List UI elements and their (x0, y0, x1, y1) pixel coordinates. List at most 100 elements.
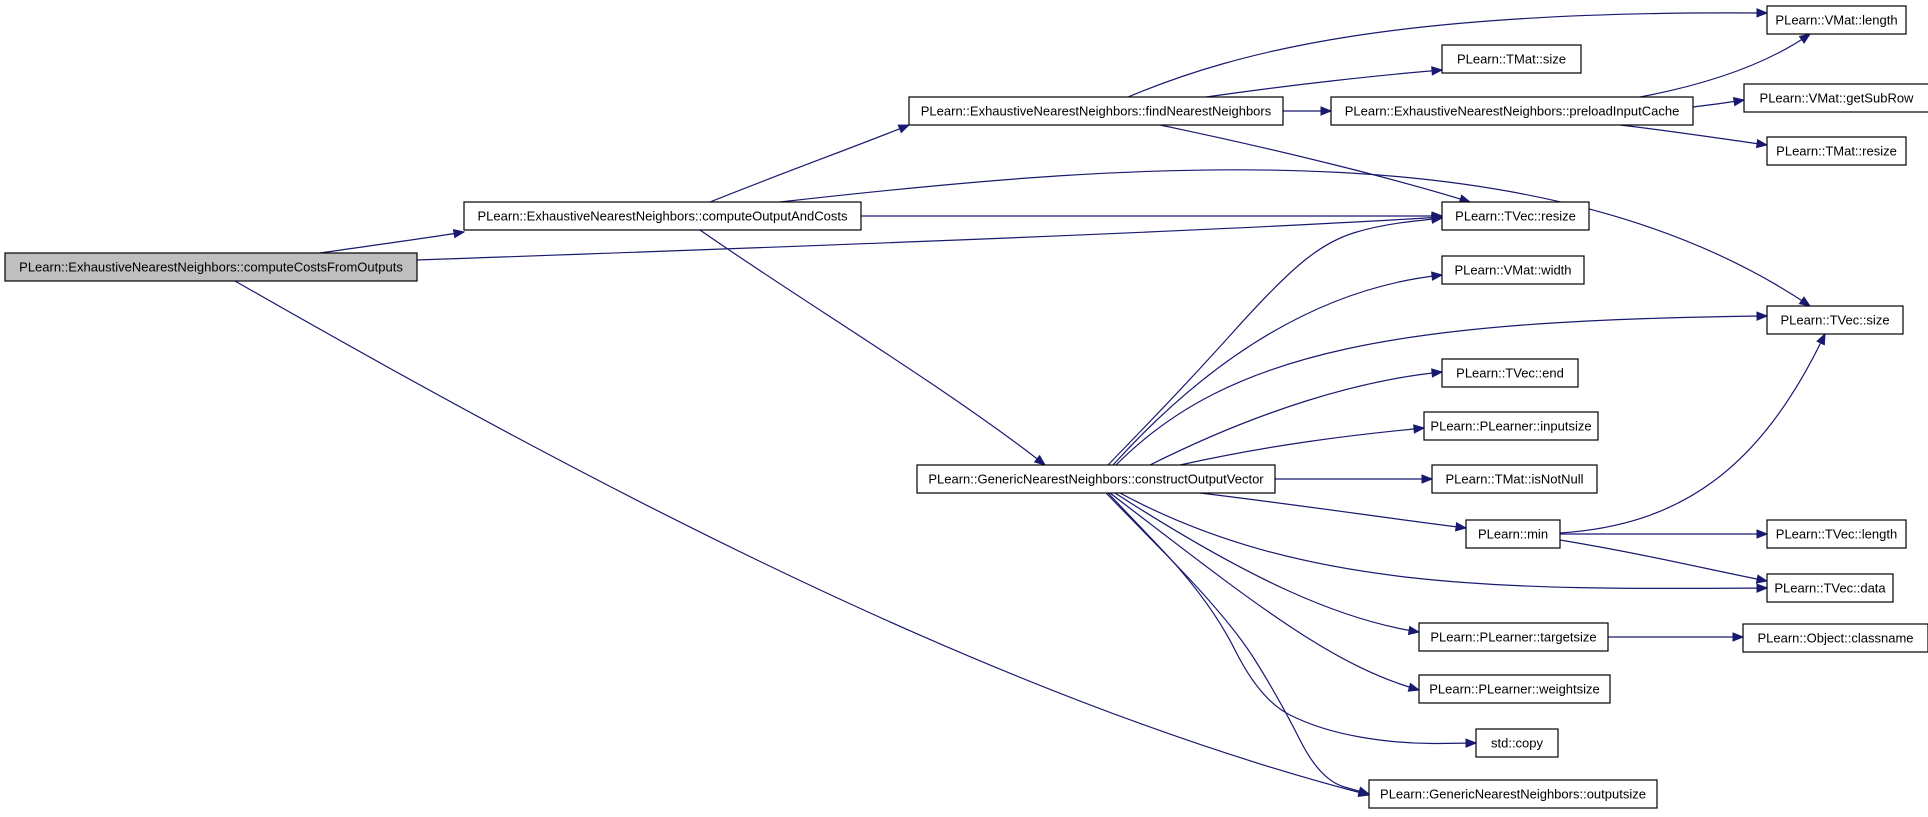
graph-node[interactable]: PLearn::VMat::getSubRow (1743, 83, 1928, 113)
node-box (463, 201, 862, 231)
edge-n3-to-n12 (1114, 492, 1421, 636)
graph-node[interactable]: std::copy (1475, 728, 1559, 758)
edge-arrowhead (1756, 8, 1769, 18)
graph-node[interactable]: PLearn::PLearner::weightsize (1418, 674, 1611, 704)
node-label: PLearn::ExhaustiveNearestNeighbors::comp… (19, 260, 403, 275)
edge-n5-to-n17 (1692, 96, 1746, 108)
edge-line (1559, 539, 1768, 582)
node-label: PLearn::min (1478, 527, 1548, 542)
node-label: PLearn::PLearner::inputsize (1430, 419, 1591, 434)
edge-n5-to-n16 (1639, 33, 1812, 98)
edge-line (1114, 492, 1420, 633)
edge-n0-to-n15 (234, 280, 1371, 797)
node-label: PLearn::VMat::length (1775, 13, 1897, 28)
graph-node[interactable]: PLearn::TMat::size (1441, 44, 1582, 74)
node-box (1368, 779, 1658, 809)
node-box (1418, 622, 1609, 652)
node-box (1441, 255, 1585, 285)
edge-n3-to-n8 (1149, 368, 1444, 466)
graph-node[interactable]: PLearn::ExhaustiveNearestNeighbors::prel… (1330, 96, 1694, 126)
node-label: PLearn::TVec::length (1776, 527, 1897, 542)
graph-node[interactable]: PLearn::GenericNearestNeighbors::outputs… (1368, 779, 1658, 809)
edge-arrowhead (1732, 632, 1745, 642)
edge-arrowhead (1755, 138, 1769, 149)
edge-n3-to-n14 (1107, 492, 1478, 748)
node-label: PLearn::TMat::resize (1776, 144, 1897, 159)
edge-n2-to-n5 (1283, 106, 1333, 116)
node-box (1330, 96, 1694, 126)
graph-node[interactable]: PLearn::TVec::end (1441, 358, 1579, 388)
edge-line (1115, 315, 1768, 466)
node-box (1475, 728, 1559, 758)
node-box (1418, 674, 1611, 704)
graph-node[interactable]: PLearn::GenericNearestNeighbors::constru… (916, 464, 1276, 494)
edge-arrowhead (1431, 368, 1444, 378)
edge-arrowhead (1465, 738, 1478, 748)
node-box (1441, 44, 1582, 74)
graph-node[interactable]: PLearn::PLearner::inputsize (1423, 411, 1599, 441)
edge-line (1107, 492, 1477, 745)
graph-node[interactable]: PLearn::TMat::isNotNull (1431, 464, 1598, 494)
graph-node[interactable]: PLearn::TVec::size (1766, 305, 1904, 335)
edge-arrowhead (1732, 96, 1746, 107)
edge-line (1179, 427, 1425, 466)
node-label: PLearn::TMat::size (1457, 52, 1566, 67)
edge-line (1559, 333, 1826, 534)
root-node[interactable]: PLearn::ExhaustiveNearestNeighbors::comp… (4, 252, 418, 282)
edge-arrowhead (1421, 474, 1434, 484)
edge-line (1159, 124, 1471, 203)
graph-node[interactable]: PLearn::TVec::data (1766, 573, 1894, 603)
edge-n3-to-n15 (1105, 492, 1371, 796)
graph-node[interactable]: PLearn::PLearner::targetsize (1418, 622, 1609, 652)
edge-n3-to-n19 (1115, 311, 1769, 466)
graph-node[interactable]: PLearn::VMat::width (1441, 255, 1585, 285)
edge-line (709, 124, 910, 203)
edge-arrowhead (1407, 682, 1421, 692)
edge-arrowhead (1756, 583, 1769, 593)
graph-node[interactable]: PLearn::TMat::resize (1766, 136, 1907, 166)
node-label: PLearn::ExhaustiveNearestNeighbors::prel… (1345, 104, 1680, 119)
edge-arrowhead (1798, 296, 1812, 307)
edge-line (416, 216, 1443, 261)
edge-arrowhead (1357, 786, 1371, 796)
graph-node[interactable]: PLearn::min (1465, 519, 1561, 549)
node-label: PLearn::TVec::end (1456, 366, 1564, 381)
node-box (1441, 201, 1590, 231)
edge-n2-to-n16 (1127, 8, 1769, 98)
graph-node[interactable]: PLearn::ExhaustiveNearestNeighbors::comp… (463, 201, 862, 231)
node-box (1766, 5, 1907, 35)
edge-arrowhead (1413, 424, 1426, 434)
edge-n11-to-n20 (1559, 529, 1769, 539)
edge-n0-to-n1 (319, 229, 466, 254)
edge-n3-to-n13 (1109, 492, 1421, 692)
graph-node[interactable]: PLearn::Object::classname (1742, 623, 1928, 653)
edge-line (234, 280, 1370, 796)
graph-node[interactable]: PLearn::VMat::length (1766, 5, 1907, 35)
node-box (1465, 519, 1561, 549)
node-box (1742, 623, 1928, 653)
edge-line (1205, 69, 1443, 98)
node-label: PLearn::VMat::width (1454, 263, 1571, 278)
node-layer: PLearn::ExhaustiveNearestNeighbors::comp… (4, 5, 1928, 809)
node-label: PLearn::TVec::data (1774, 581, 1886, 596)
node-label: std::copy (1491, 736, 1544, 751)
graph-node[interactable]: PLearn::TVec::resize (1441, 201, 1590, 231)
edge-layer (234, 8, 1826, 797)
edge-arrowhead (1320, 106, 1333, 116)
edge-line (1149, 371, 1443, 466)
edge-n2-to-n6 (1159, 124, 1472, 204)
graph-node[interactable]: PLearn::TVec::length (1766, 519, 1907, 549)
node-box (1766, 136, 1907, 166)
node-label: PLearn::GenericNearestNeighbors::constru… (928, 472, 1264, 487)
edge-line (1107, 217, 1443, 466)
edge-n12-to-n22 (1608, 632, 1745, 642)
node-label: PLearn::TVec::resize (1455, 209, 1576, 224)
edge-line (1127, 12, 1768, 98)
edge-arrowhead (1431, 271, 1444, 281)
graph-node[interactable]: PLearn::ExhaustiveNearestNeighbors::find… (908, 96, 1284, 126)
node-box (916, 464, 1276, 494)
node-box (1441, 358, 1579, 388)
edge-n3-to-n9 (1179, 424, 1426, 466)
node-label: PLearn::TMat::isNotNull (1446, 472, 1584, 487)
edge-line (319, 231, 465, 254)
